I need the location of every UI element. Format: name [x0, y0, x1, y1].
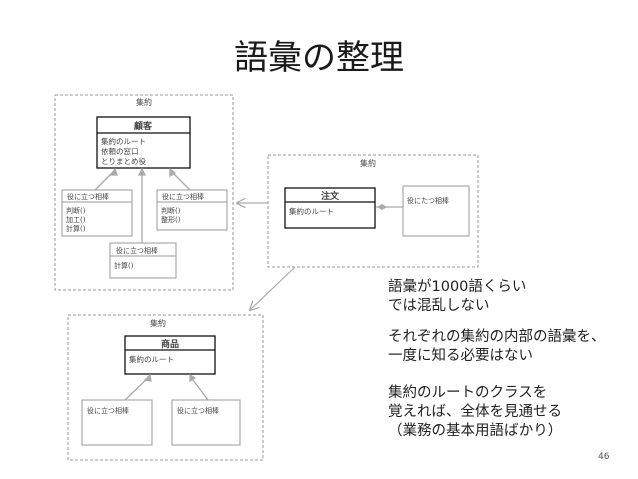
aggregation-lines-top [94, 167, 191, 243]
package-right-label: 集約 [360, 158, 376, 168]
class-order-attr: 集約のルート [289, 206, 334, 216]
helper-method: 整形() [161, 215, 181, 224]
class-order: 注文 集約のルート [284, 187, 376, 229]
helper-class: 役にたつ相棒 [402, 185, 470, 237]
dependency-arrows [237, 203, 296, 310]
aggregation-line-right [376, 204, 403, 210]
class-customer-attr: 集約のルート [101, 136, 146, 146]
class-product-attr: 集約のルート [129, 354, 174, 364]
class-customer-attr: とりまとめ役 [101, 156, 146, 166]
helper-title: 役に立つ相棒 [116, 246, 158, 255]
helper-method: 判断() [161, 206, 181, 215]
helper-class: 役に立つ相棒 [171, 399, 241, 446]
helper-method: 加工() [66, 215, 86, 224]
helper-title: 役にたつ相棒 [407, 196, 449, 205]
note-root-classes: 集約のルートのクラスを 覚えれば、全体を見通せる （業務の基本用語ばかり） [388, 385, 563, 439]
package-bottom [67, 314, 264, 461]
package-top [54, 94, 234, 291]
helper-class: 役に立つ相棒 計算() [109, 242, 177, 279]
page-number: 46 [598, 452, 610, 462]
helper-title: 役に立つ相棒 [67, 192, 109, 201]
class-product-name: 商品 [161, 338, 179, 350]
package-top-label: 集約 [136, 97, 152, 107]
note-vocabulary-size: 語彙が1000語くらい では混乱しない [388, 279, 527, 314]
note-aggregate-vocabulary: それぞれの集約の内部の語彙を、 一度に知る必要はない [388, 329, 606, 364]
helper-title: 役に立つ相棒 [162, 192, 204, 201]
package-right [267, 154, 479, 268]
helper-title: 役に立つ相棒 [177, 406, 219, 415]
helper-method: 判断() [66, 206, 86, 215]
helper-title: 役に立つ相棒 [87, 406, 129, 415]
class-order-name: 注文 [321, 190, 340, 202]
class-customer: 顧客 集約のルート 依頼の窓口 とりまとめ役 [96, 116, 191, 169]
helper-class: 役に立つ相棒 判断() 加工() 計算() [61, 189, 133, 237]
aggregation-lines-bottom [124, 373, 209, 401]
class-customer-name: 顧客 [134, 120, 153, 132]
helper-class: 役に立つ相棒 [81, 399, 153, 446]
helper-class: 役に立つ相棒 判断() 整形() [156, 189, 228, 231]
class-customer-attr: 依頼の窓口 [101, 146, 139, 156]
package-bottom-label: 集約 [150, 318, 166, 328]
helper-method: 計算() [114, 261, 134, 270]
slide-title: 語彙の整理 [234, 38, 404, 78]
class-product: 商品 集約のルート [124, 335, 216, 375]
helper-method: 計算() [66, 224, 86, 233]
